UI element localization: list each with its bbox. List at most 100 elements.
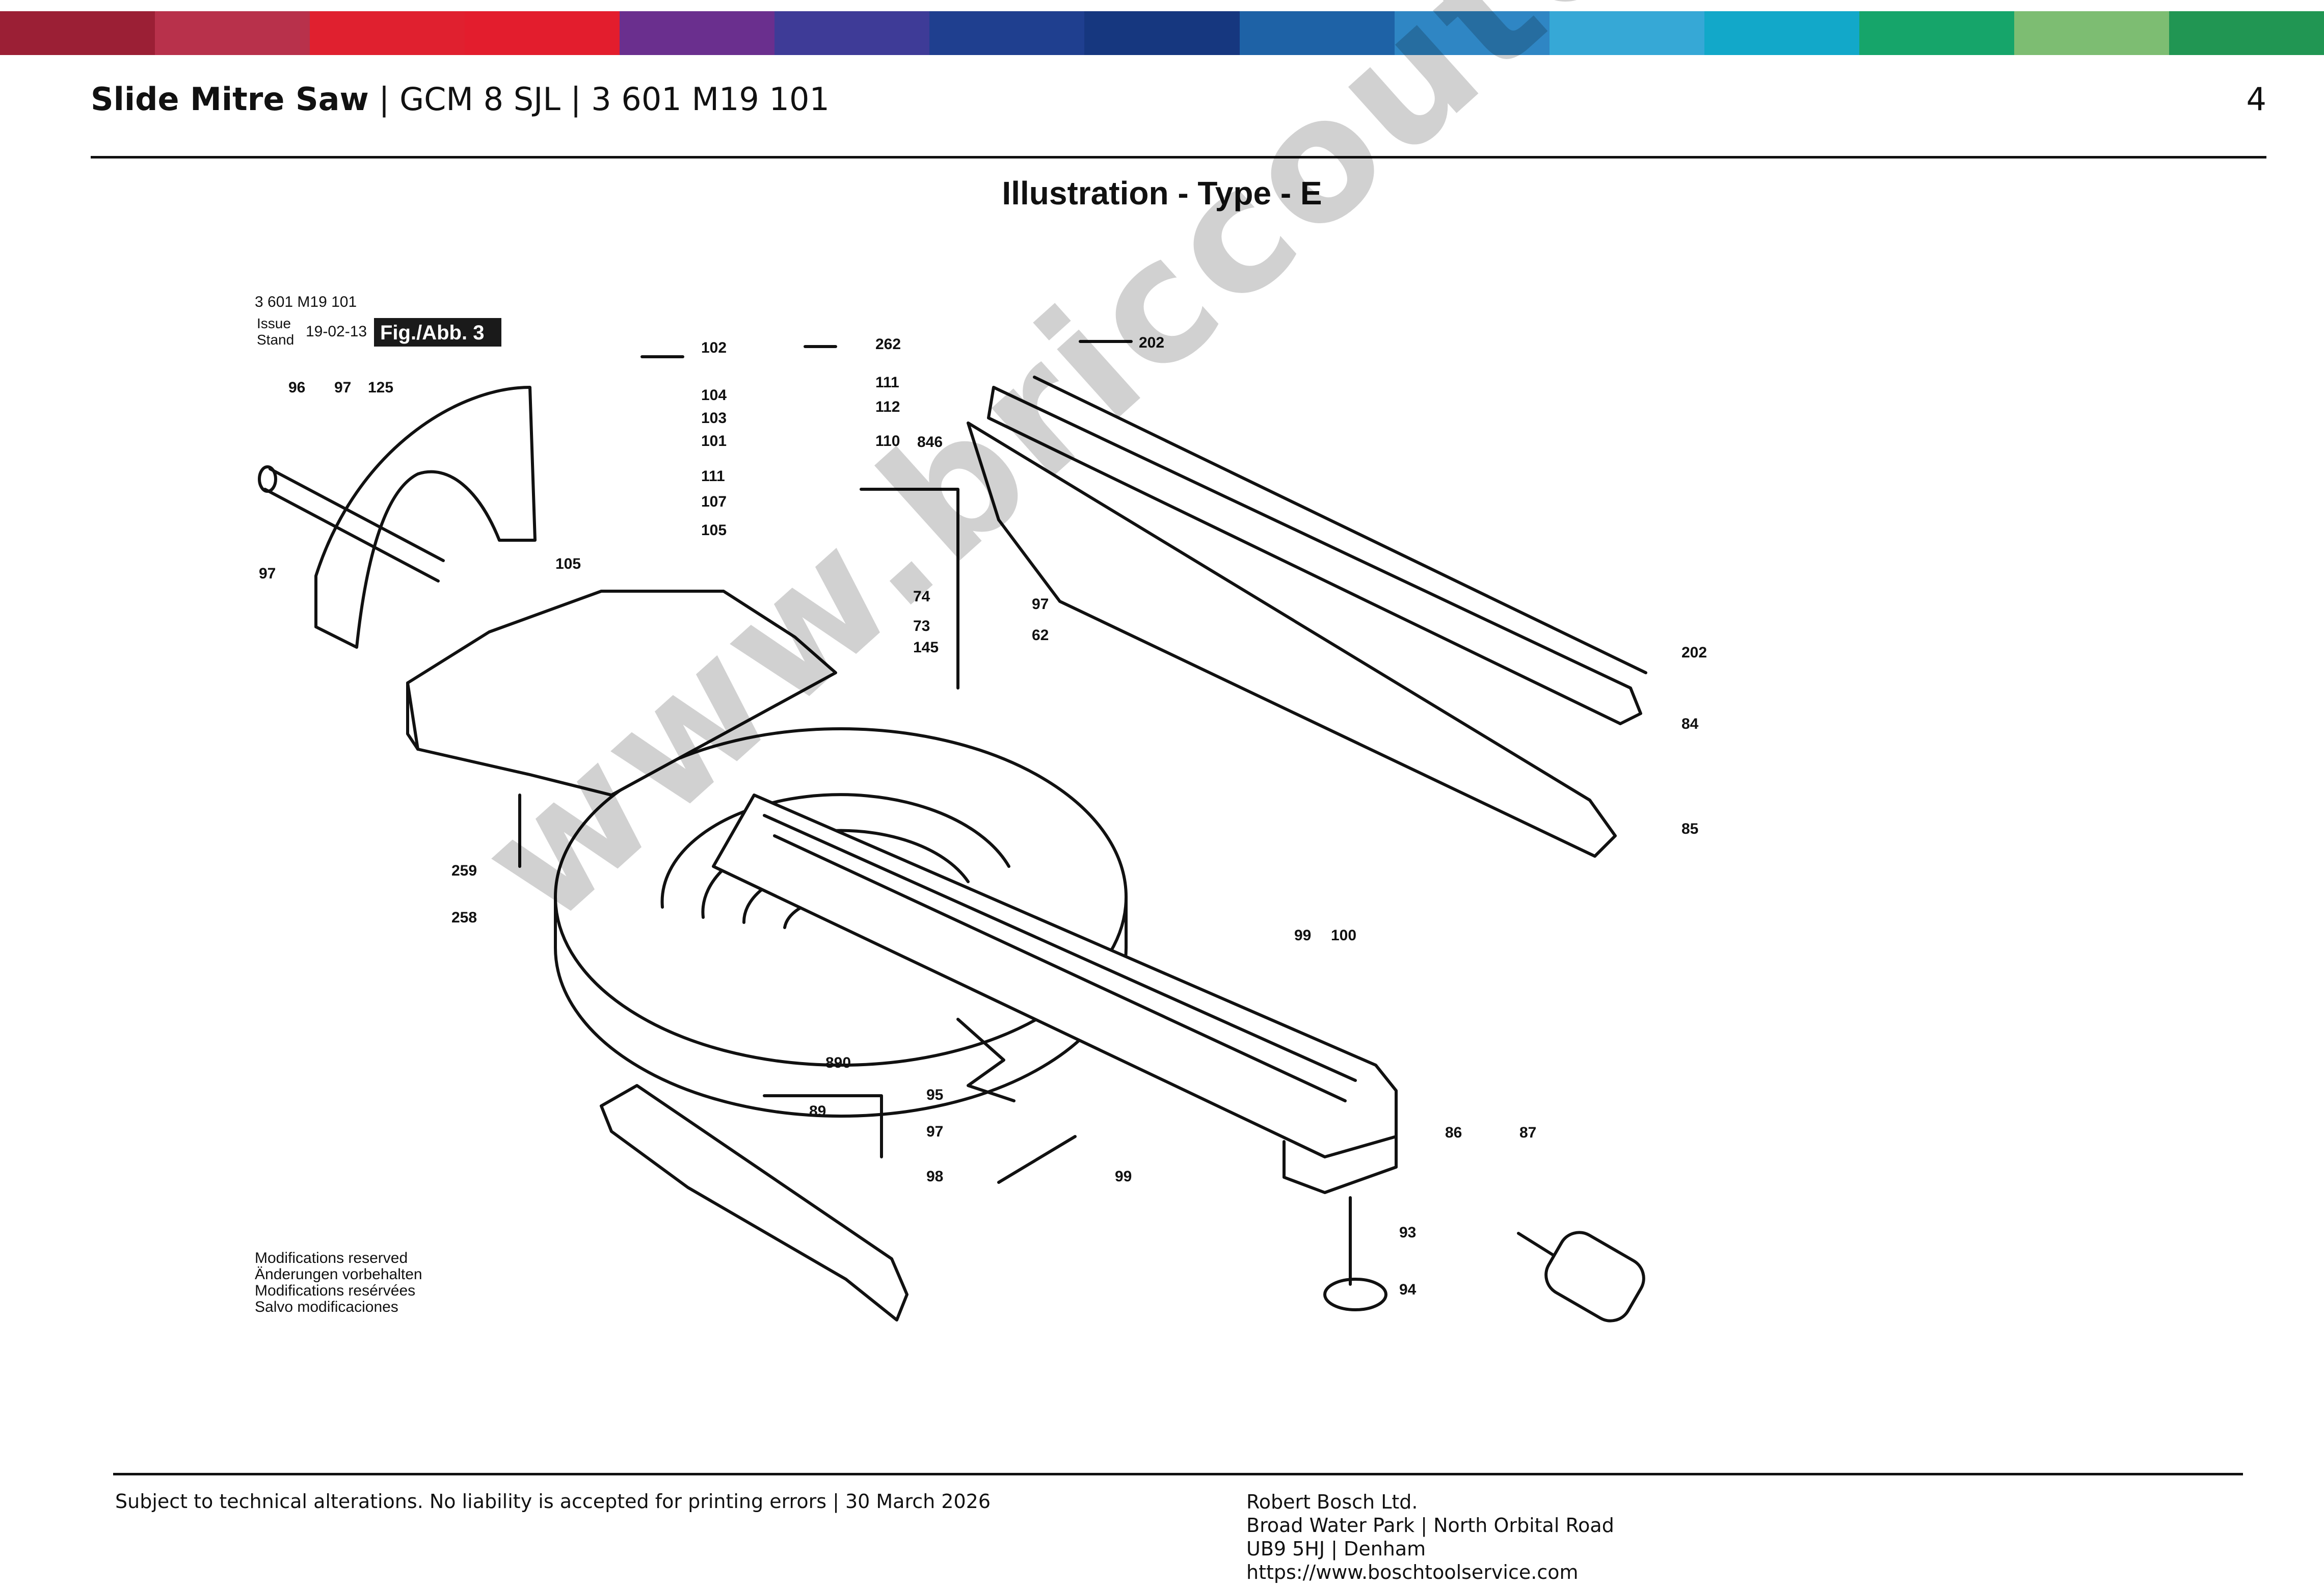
band-segment bbox=[929, 11, 1085, 55]
callout-890: 890 bbox=[825, 1054, 851, 1071]
callout-62: 62 bbox=[1032, 627, 1049, 644]
modifications-fr: Modifications resérvées bbox=[255, 1282, 415, 1299]
callout-102: 102 bbox=[701, 339, 727, 356]
bracket bbox=[956, 1018, 1016, 1102]
header-separator: | bbox=[368, 81, 400, 118]
axle-end bbox=[258, 465, 277, 493]
blade-guard bbox=[314, 386, 537, 649]
stand-label: Stand bbox=[257, 332, 294, 348]
callout-262: 262 bbox=[875, 336, 901, 353]
callout-202: 202 bbox=[1139, 334, 1164, 351]
callout-103: 103 bbox=[701, 410, 727, 427]
saw-housing-edge bbox=[406, 681, 419, 751]
callout-86: 86 bbox=[1445, 1124, 1462, 1141]
callout-105: 105 bbox=[701, 522, 727, 539]
guide-rail-edge bbox=[1033, 376, 1647, 674]
header-separator: | bbox=[560, 81, 592, 118]
callout-258: 258 bbox=[451, 909, 477, 926]
callout-73: 73 bbox=[913, 618, 930, 635]
part-number: 3 601 M19 101 bbox=[591, 81, 830, 118]
issue-date: 19-02-13 bbox=[306, 323, 367, 340]
callout-259: 259 bbox=[451, 862, 477, 879]
page-number: 4 bbox=[2246, 81, 2266, 118]
band-segment bbox=[310, 11, 465, 55]
band-segment bbox=[2169, 11, 2324, 55]
model-name: GCM 8 SJL bbox=[399, 81, 560, 118]
footer-address: Robert Bosch Ltd. Broad Water Park | Nor… bbox=[1246, 1490, 1614, 1584]
callout-846: 846 bbox=[917, 434, 943, 451]
knob bbox=[1544, 1231, 1645, 1323]
callout-145: 145 bbox=[913, 639, 939, 656]
callout-84: 84 bbox=[1681, 716, 1699, 732]
address-line-1: Broad Water Park | North Orbital Road bbox=[1246, 1514, 1614, 1537]
callout-100: 100 bbox=[1331, 927, 1356, 944]
band-segment bbox=[465, 11, 620, 55]
knob-shaft bbox=[1517, 1232, 1561, 1260]
footer-rule bbox=[113, 1473, 2243, 1475]
callout-94: 94 bbox=[1399, 1281, 1417, 1298]
callout-202: 202 bbox=[1681, 644, 1707, 661]
axle-shaft bbox=[263, 488, 440, 583]
callout-125: 125 bbox=[368, 379, 393, 396]
thumb-screw bbox=[1323, 1278, 1387, 1311]
callout-107: 107 bbox=[701, 493, 727, 510]
band-segment bbox=[774, 11, 930, 55]
callout-74: 74 bbox=[913, 588, 930, 605]
fig-label: Fig./Abb. 3 bbox=[380, 322, 484, 344]
band-segment bbox=[155, 11, 310, 55]
callout-110: 110 bbox=[875, 433, 900, 450]
callout-97: 97 bbox=[334, 379, 351, 396]
callout-99: 99 bbox=[1294, 927, 1311, 944]
callout-112: 112 bbox=[875, 399, 900, 415]
issue-label: Issue bbox=[257, 315, 291, 331]
callout-97: 97 bbox=[259, 565, 276, 582]
modifications-es: Salvo modificaciones bbox=[255, 1299, 398, 1315]
band-segment bbox=[620, 11, 775, 55]
illustration-title: Illustration - Type - E bbox=[1002, 175, 1322, 212]
guide-rail bbox=[987, 386, 1642, 725]
leader-line bbox=[860, 488, 959, 690]
band-segment bbox=[1859, 11, 2014, 55]
band-segment bbox=[0, 11, 155, 55]
callout-97: 97 bbox=[926, 1123, 943, 1140]
callout-98: 98 bbox=[926, 1168, 943, 1185]
band-segment bbox=[1239, 11, 1395, 55]
callout-96: 96 bbox=[288, 379, 305, 396]
axle-shaft bbox=[269, 467, 445, 562]
leader-line bbox=[763, 1094, 883, 1158]
callout-95: 95 bbox=[926, 1087, 943, 1103]
address-line-2: UB9 5HJ | Denham bbox=[1246, 1538, 1426, 1560]
callout-105: 105 bbox=[555, 556, 581, 572]
band-segment bbox=[1549, 11, 1704, 55]
brand-color-band bbox=[0, 11, 2324, 55]
arm-groove bbox=[773, 834, 1347, 1102]
product-name: Slide Mitre Saw bbox=[91, 81, 369, 118]
header-rule bbox=[91, 156, 2266, 158]
modifications-en: Modifications reserved bbox=[255, 1250, 408, 1266]
footer-disclaimer: Subject to technical alterations. No lia… bbox=[115, 1490, 991, 1513]
callout-97: 97 bbox=[1032, 596, 1049, 613]
modifications-de: Änderungen vorbehalten bbox=[255, 1266, 422, 1283]
band-segment bbox=[2014, 11, 2169, 55]
callout-104: 104 bbox=[701, 387, 727, 404]
fig-label-box bbox=[374, 318, 501, 347]
arm-foot bbox=[1283, 1135, 1398, 1194]
drawing-number: 3 601 M19 101 bbox=[255, 294, 357, 310]
band-segment bbox=[1704, 11, 1859, 55]
callout-93: 93 bbox=[1399, 1224, 1416, 1241]
arm-groove bbox=[763, 814, 1357, 1082]
document-header: Slide Mitre Saw | GCM 8 SJL | 3 601 M19 … bbox=[91, 82, 2266, 117]
handle-bar bbox=[600, 1084, 909, 1321]
callout-111: 111 bbox=[875, 374, 899, 391]
band-segment bbox=[1084, 11, 1240, 55]
band-segment bbox=[1394, 11, 1550, 55]
callout-89: 89 bbox=[809, 1103, 826, 1120]
fence bbox=[967, 421, 1617, 858]
saw-housing bbox=[406, 590, 837, 797]
callout-87: 87 bbox=[1519, 1124, 1536, 1141]
pin bbox=[997, 1135, 1077, 1184]
website-link[interactable]: https://www.boschtoolservice.com bbox=[1246, 1561, 1579, 1583]
company-name: Robert Bosch Ltd. bbox=[1246, 1491, 1418, 1513]
callout-85: 85 bbox=[1681, 821, 1698, 837]
callout-111: 111 bbox=[701, 468, 725, 485]
